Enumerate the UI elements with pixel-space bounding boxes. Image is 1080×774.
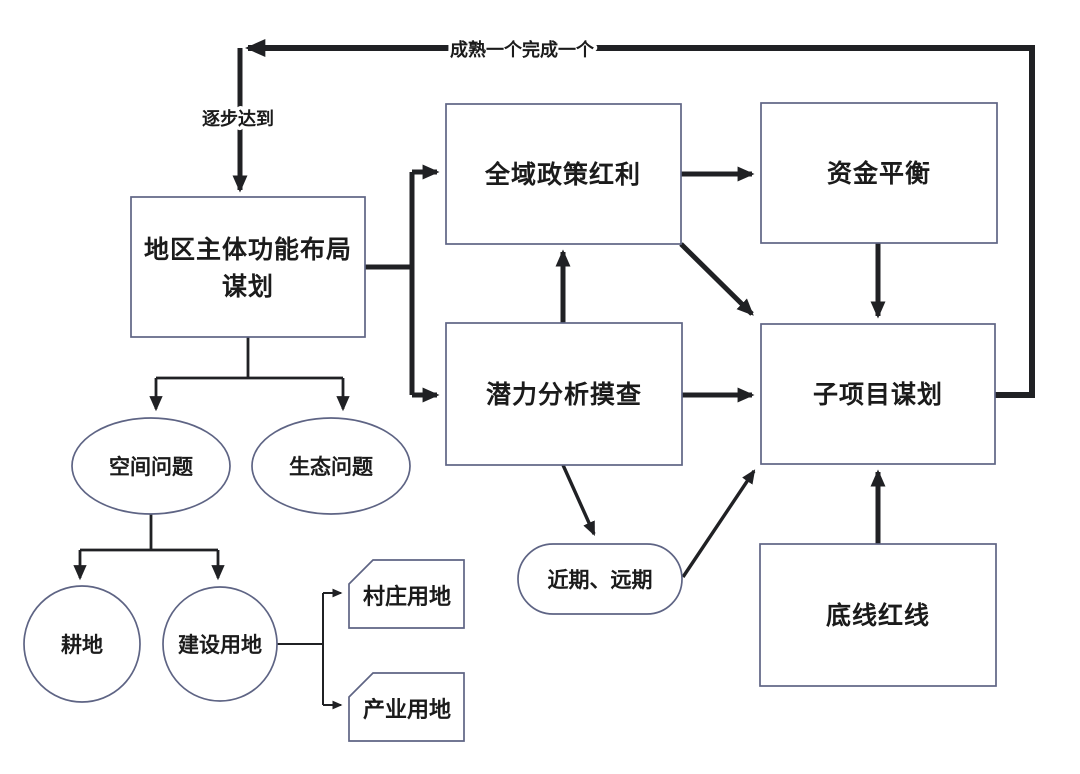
construction-land-label: 建设用地: [178, 633, 262, 657]
node-region-layout: 地区主体功能布局 谋划: [130, 196, 366, 338]
construction-land-circle: [162, 586, 278, 702]
edge-potential-to-period: [561, 464, 596, 536]
node-farmland: 耕地: [23, 585, 141, 703]
subproject-planning-box: [760, 323, 996, 465]
near-far-term-stadium: [517, 543, 683, 615]
subproject-planning-label: 子项目谋划: [813, 381, 943, 409]
node-bottom-redline: 底线红线: [759, 543, 997, 687]
potential-survey-box: [445, 322, 683, 466]
region-layout-label-line1: 地区主体功能布局: [144, 235, 352, 264]
fund-balance-box: [760, 102, 998, 244]
node-industry-land: 产业用地: [348, 672, 465, 742]
farmland-circle: [23, 585, 141, 703]
near-far-term-label: 近期、远期: [548, 568, 653, 592]
edge-period-to-subproject: [681, 469, 756, 578]
edges: [73, 39, 1035, 710]
bottom-redline-box: [759, 543, 997, 687]
policy-bonus-label: 全域政策红利: [484, 160, 641, 189]
ecology-issue-ellipse: [251, 417, 411, 515]
edge-labels: 成熟一个完成一个 逐步达到: [199, 36, 599, 133]
gradual-edge-label: 逐步达到: [202, 108, 274, 129]
region-layout-box: [130, 196, 366, 338]
fund-balance-label: 资金平衡: [827, 159, 931, 188]
village-land-label: 村庄用地: [363, 584, 451, 609]
edge-space-land-tree: [80, 514, 218, 552]
edge-region-trunk: [365, 172, 415, 395]
village-land-card: [348, 559, 465, 629]
bottom-redline-label: 底线红线: [826, 601, 930, 630]
region-layout-label-line2: 谋划: [222, 273, 274, 301]
node-space-issue: 空间问题: [71, 417, 231, 515]
node-potential-survey: 潜力分析摸查: [445, 322, 683, 466]
industry-land-card: [348, 672, 465, 742]
node-ecology-issue: 生态问题: [251, 417, 411, 515]
loop-edge-label: 成熟一个完成一个: [450, 39, 595, 60]
ecology-issue-label: 生态问题: [289, 455, 374, 479]
node-construction-land: 建设用地: [162, 586, 278, 702]
potential-survey-label: 潜力分析摸查: [486, 381, 642, 409]
node-fund-balance: 资金平衡: [760, 102, 998, 244]
farmland-label: 耕地: [61, 633, 103, 657]
edge-loop-feedback: [244, 39, 1035, 398]
node-subproject-planning: 子项目谋划: [760, 323, 996, 465]
space-issue-ellipse: [71, 417, 231, 515]
space-issue-label: 空间问题: [109, 455, 194, 479]
node-policy-bonus: 全域政策红利: [445, 103, 682, 245]
edge-policy-to-subproject: [679, 242, 754, 316]
node-village-land: 村庄用地: [348, 559, 465, 629]
node-near-far-term: 近期、远期: [517, 543, 683, 615]
edge-region-issues-tree: [156, 337, 343, 380]
policy-bonus-box: [445, 103, 682, 245]
nodes: 地区主体功能布局 谋划 全域政策红利 资金平衡 潜力分析摸查 子项目谋划 底线红…: [23, 102, 998, 742]
industry-land-label: 产业用地: [363, 697, 451, 722]
edge-construction-branch: [277, 593, 324, 705]
